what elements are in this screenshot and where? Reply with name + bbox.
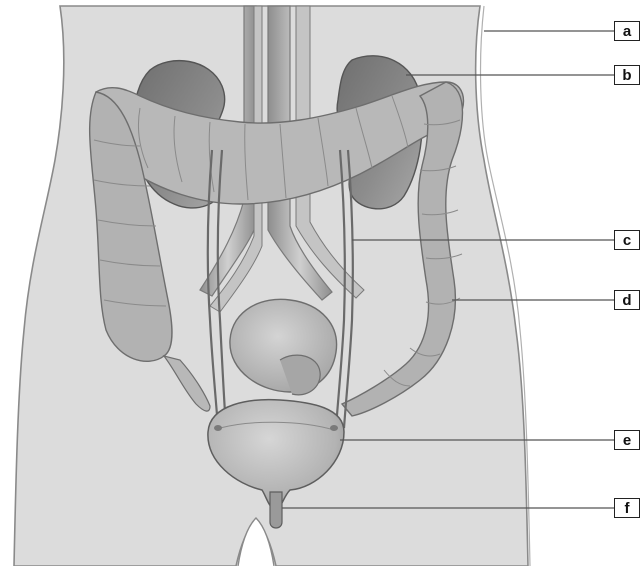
label-d: d <box>614 290 640 310</box>
label-e: e <box>614 430 640 450</box>
label-c: c <box>614 230 640 250</box>
urethra <box>270 492 282 528</box>
label-a: a <box>614 21 640 41</box>
label-f: f <box>614 498 640 518</box>
label-b: b <box>614 65 640 85</box>
